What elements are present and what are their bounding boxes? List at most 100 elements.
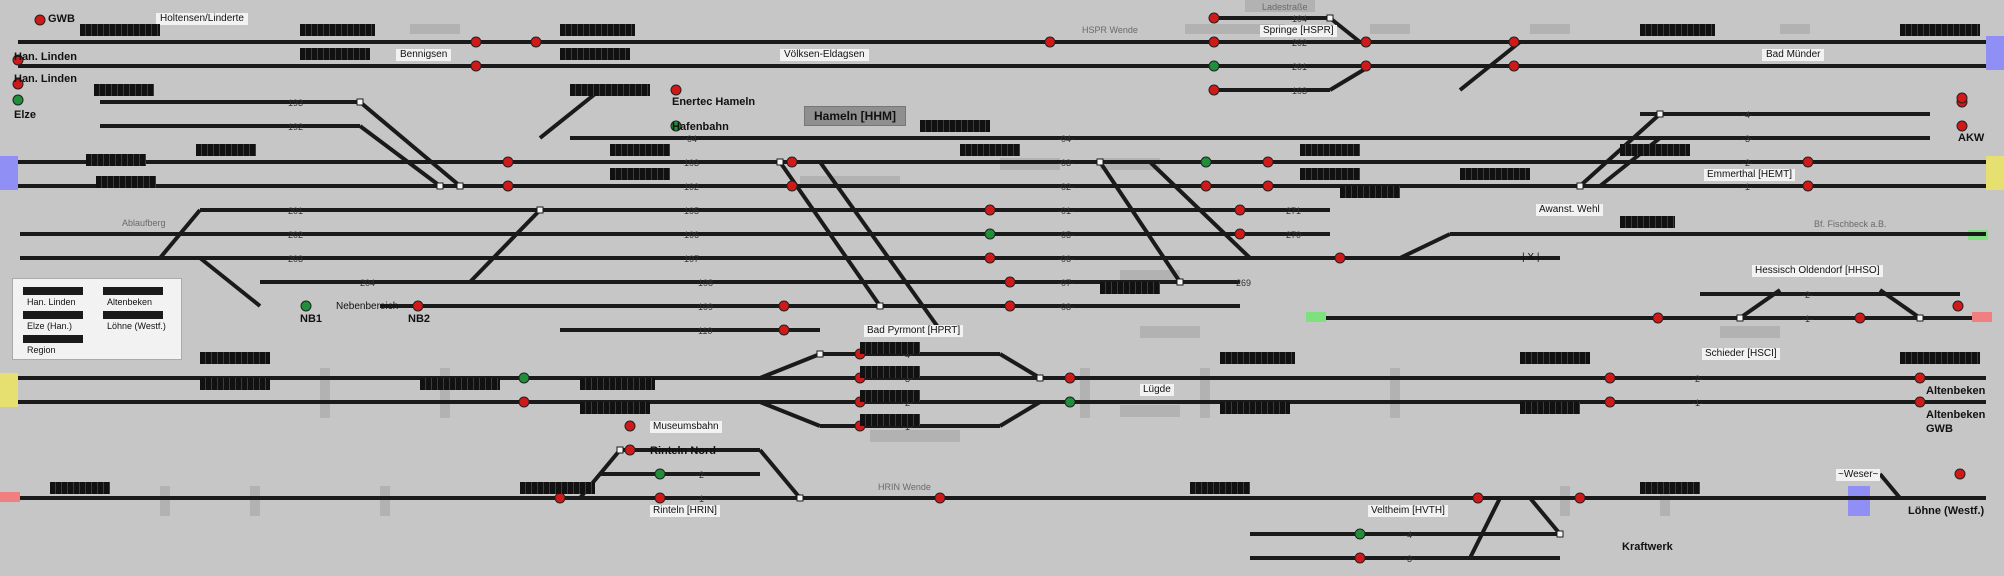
signal-lamp[interactable] — [300, 300, 312, 312]
signal-lamp[interactable] — [654, 468, 666, 480]
signal-lamp[interactable] — [518, 396, 530, 408]
label-weser: ~Weser~ — [1836, 469, 1881, 481]
switch-marker[interactable] — [1096, 158, 1104, 166]
track-diagonal — [1328, 16, 1362, 44]
signal-lamp[interactable] — [786, 156, 798, 168]
signal-lamp[interactable] — [1508, 60, 1520, 72]
legend-elze: Elze (Han.) — [27, 321, 73, 331]
signal-lamp[interactable] — [1802, 156, 1814, 168]
signal-lamp[interactable] — [1472, 492, 1484, 504]
signal-lamp[interactable] — [1360, 60, 1372, 72]
track-s2: -2- — [1692, 374, 1703, 384]
signal-lamp[interactable] — [786, 180, 798, 192]
signal-lamp[interactable] — [984, 228, 996, 240]
train-number-display — [860, 390, 920, 402]
switch-marker[interactable] — [356, 98, 364, 106]
track-h08: -08- — [1058, 302, 1075, 312]
signal-lamp[interactable] — [1200, 180, 1212, 192]
signal-lamp[interactable] — [1604, 372, 1616, 384]
track-sp103: 103 — [1292, 86, 1308, 96]
label-altenbeken-1: Altenbeken — [1926, 385, 1986, 397]
signal-lamp[interactable] — [518, 372, 530, 384]
signal-lamp[interactable] — [984, 252, 996, 264]
signal-lamp[interactable] — [12, 54, 24, 66]
track-diagonal — [1399, 232, 1451, 260]
signal-lamp[interactable] — [1360, 36, 1372, 48]
signal-lamp[interactable] — [1354, 528, 1366, 540]
signal-lamp[interactable] — [934, 492, 946, 504]
train-number-display — [50, 482, 110, 494]
switch-marker[interactable] — [796, 494, 804, 502]
label-han-linden-2: Han. Linden — [14, 73, 77, 85]
signal-lamp[interactable] — [412, 300, 424, 312]
switch-marker[interactable] — [1656, 110, 1664, 118]
signal-lamp[interactable] — [502, 156, 514, 168]
signal-lamp[interactable] — [670, 120, 682, 132]
signal-lamp[interactable] — [654, 492, 666, 504]
signal-lamp[interactable] — [1854, 312, 1866, 324]
signal-lamp[interactable] — [1064, 372, 1076, 384]
signal-lamp[interactable] — [1208, 84, 1220, 96]
signal-lamp[interactable] — [778, 300, 790, 312]
signal-lamp[interactable] — [1604, 396, 1616, 408]
switch-marker[interactable] — [776, 158, 784, 166]
signal-lamp[interactable] — [1956, 120, 1968, 132]
signal-lamp[interactable] — [1004, 300, 1016, 312]
switch-marker[interactable] — [1176, 278, 1184, 286]
switch-marker[interactable] — [456, 182, 464, 190]
signal-lamp[interactable] — [470, 60, 482, 72]
signal-lamp[interactable] — [1952, 300, 1964, 312]
signal-lamp[interactable] — [1914, 372, 1926, 384]
signal-lamp[interactable] — [1956, 92, 1968, 104]
label-hrin-wende: HRIN Wende — [878, 482, 931, 492]
label-luegde: Lügde — [1140, 384, 1174, 396]
signal-lamp[interactable] — [624, 444, 636, 456]
signal-lamp[interactable] — [1334, 252, 1346, 264]
signal-lamp[interactable] — [1262, 156, 1274, 168]
switch-marker[interactable] — [876, 302, 884, 310]
switch-marker[interactable] — [816, 350, 824, 358]
signal-lamp[interactable] — [1064, 396, 1076, 408]
signal-lamp[interactable] — [12, 94, 24, 106]
signal-lamp[interactable] — [1802, 180, 1814, 192]
signal-lamp[interactable] — [34, 14, 46, 26]
signal-lamp[interactable] — [624, 420, 636, 432]
label-bennigsen: Bennigsen — [396, 49, 452, 61]
switch-marker[interactable] — [1736, 314, 1744, 322]
signal-lamp[interactable] — [1234, 228, 1246, 240]
track-105: 105 — [684, 206, 700, 216]
signal-lamp[interactable] — [984, 204, 996, 216]
signal-lamp[interactable] — [470, 36, 482, 48]
switch-marker[interactable] — [436, 182, 444, 190]
label-gwb-top: GWB — [48, 13, 75, 25]
signal-lamp[interactable] — [1004, 276, 1016, 288]
signal-lamp[interactable] — [1652, 312, 1664, 324]
switch-marker[interactable] — [1556, 530, 1564, 538]
signal-lamp[interactable] — [1262, 180, 1274, 192]
switch-marker[interactable] — [1576, 182, 1584, 190]
signal-lamp[interactable] — [502, 180, 514, 192]
signal-lamp[interactable] — [530, 36, 542, 48]
switch-marker[interactable] — [536, 206, 544, 214]
signal-lamp[interactable] — [1234, 204, 1246, 216]
signal-lamp[interactable] — [1954, 468, 1966, 480]
track-e1: -1- — [1742, 182, 1753, 192]
signal-lamp[interactable] — [670, 84, 682, 96]
signal-lamp[interactable] — [1044, 36, 1056, 48]
signal-lamp[interactable] — [1200, 156, 1212, 168]
signal-lamp[interactable] — [1208, 60, 1220, 72]
switch-marker[interactable] — [1916, 314, 1924, 322]
signal-lamp[interactable] — [1574, 492, 1586, 504]
signal-lamp[interactable] — [1208, 12, 1220, 24]
switch-marker[interactable] — [1036, 374, 1044, 382]
signal-lamp[interactable] — [12, 78, 24, 90]
signal-lamp[interactable] — [1354, 552, 1366, 564]
signal-lamp[interactable] — [554, 492, 566, 504]
track-h05: -05- — [1058, 230, 1075, 240]
switch-marker[interactable] — [1326, 14, 1334, 22]
signal-lamp[interactable] — [1914, 396, 1926, 408]
switch-marker[interactable] — [616, 446, 624, 454]
signal-lamp[interactable] — [778, 324, 790, 336]
signal-lamp[interactable] — [1208, 36, 1220, 48]
signal-lamp[interactable] — [1508, 36, 1520, 48]
